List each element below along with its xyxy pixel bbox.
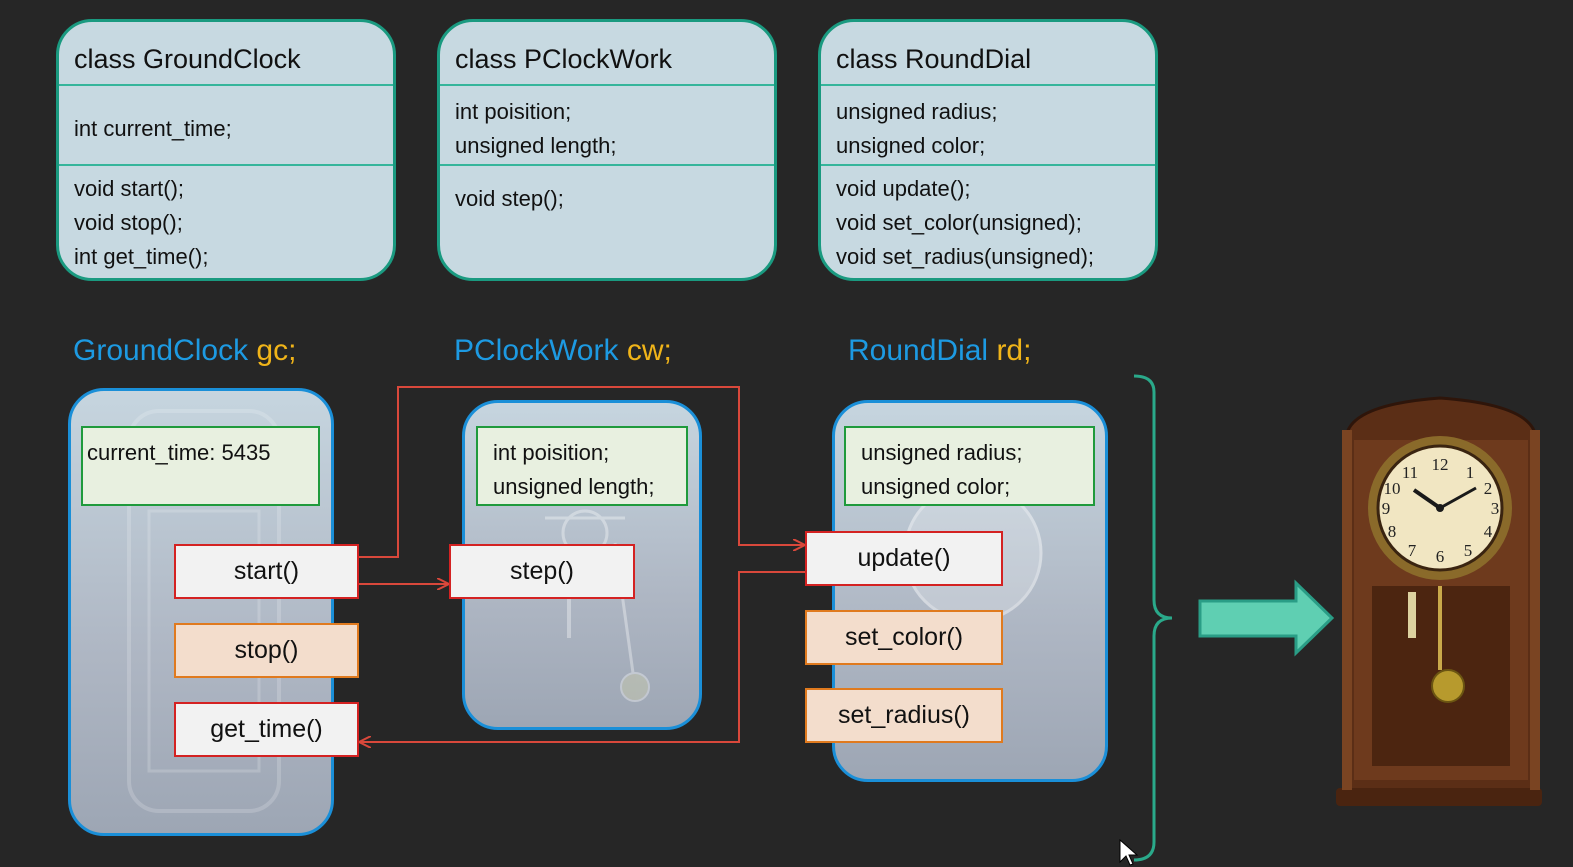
object-var: gc; xyxy=(256,334,297,367)
fields-clockwork: int poisition; unsigned length; xyxy=(476,426,688,506)
field-length: unsigned length; xyxy=(493,474,655,499)
field-value: 5435 xyxy=(221,440,271,465)
field-label: current_time: xyxy=(87,440,216,465)
svg-text:6: 6 xyxy=(1436,547,1445,566)
class-name: class GroundClock xyxy=(59,22,393,86)
class-name: class PClockWork xyxy=(440,22,774,86)
svg-text:4: 4 xyxy=(1484,522,1493,541)
svg-text:11: 11 xyxy=(1402,463,1418,482)
step-method-button[interactable]: step() xyxy=(449,544,635,599)
class-method: int get_time(); xyxy=(74,244,209,269)
class-method: void update(); xyxy=(836,176,971,201)
svg-text:7: 7 xyxy=(1408,541,1417,560)
pendulum-clock-icon: 12 1 2 3 4 5 6 7 8 9 10 11 xyxy=(1336,396,1542,806)
class-card-rounddial: class RoundDial unsigned radius; unsigne… xyxy=(818,19,1158,281)
object-type: GroundClock xyxy=(73,334,249,367)
class-card-pclockwork: class PClockWork int poisition; unsigned… xyxy=(437,19,777,281)
class-method: void stop(); xyxy=(74,210,183,235)
class-field: unsigned radius; xyxy=(836,99,998,124)
object-title-gc: GroundClock gc; xyxy=(73,334,296,368)
svg-text:1: 1 xyxy=(1466,463,1475,482)
class-field: int current_time; xyxy=(74,116,232,141)
class-field: unsigned length; xyxy=(455,133,617,158)
fields-dial: unsigned radius; unsigned color; xyxy=(844,426,1095,506)
class-card-groundclock: class GroundClock int current_time; void… xyxy=(56,19,396,281)
class-method: void set_radius(unsigned); xyxy=(836,244,1095,269)
object-title-rd: RoundDial rd; xyxy=(848,334,1031,368)
svg-text:2: 2 xyxy=(1484,479,1493,498)
start-method-button[interactable]: start() xyxy=(174,544,359,599)
class-field: int poisition; xyxy=(455,99,572,124)
field-position: int poisition; xyxy=(493,440,610,465)
set-color-method-button[interactable]: set_color() xyxy=(805,610,1003,665)
object-var: rd; xyxy=(996,334,1032,367)
field-radius: unsigned radius; xyxy=(861,440,1023,465)
svg-text:12: 12 xyxy=(1432,455,1449,474)
svg-text:8: 8 xyxy=(1388,522,1397,541)
mouse-cursor-icon xyxy=(1119,838,1139,866)
class-method: void set_color(unsigned); xyxy=(836,210,1082,235)
field-color: unsigned color; xyxy=(861,474,1011,499)
call-arrow-update-to-get-time xyxy=(361,571,805,742)
class-methods: void update(); void set_color(unsigned);… xyxy=(821,166,1155,274)
class-method: void step(); xyxy=(455,186,564,211)
class-fields: int current_time; xyxy=(59,86,393,166)
class-fields: int poisition; unsigned length; xyxy=(440,86,774,166)
field-current-time: current_time: 5435 xyxy=(81,426,320,506)
object-type: RoundDial xyxy=(848,334,989,367)
svg-text:3: 3 xyxy=(1491,499,1500,518)
object-title-cw: PClockWork cw; xyxy=(454,334,672,368)
brace-icon xyxy=(1133,374,1173,862)
call-arrow-start-to-update xyxy=(359,386,803,558)
class-methods: void step(); xyxy=(440,166,774,216)
svg-text:10: 10 xyxy=(1384,479,1401,498)
get-time-method-button[interactable]: get_time() xyxy=(174,702,359,757)
stop-method-button[interactable]: stop() xyxy=(174,623,359,678)
svg-text:9: 9 xyxy=(1382,499,1391,518)
class-field: unsigned color; xyxy=(836,133,986,158)
object-type: PClockWork xyxy=(454,334,619,367)
class-method: void start(); xyxy=(74,176,185,201)
svg-text:5: 5 xyxy=(1464,541,1473,560)
class-methods: void start(); void stop(); int get_time(… xyxy=(59,166,393,274)
class-fields: unsigned radius; unsigned color; xyxy=(821,86,1155,166)
class-name: class RoundDial xyxy=(821,22,1155,86)
object-var: cw; xyxy=(626,334,672,367)
result-arrow-icon xyxy=(1198,579,1335,657)
update-method-button[interactable]: update() xyxy=(805,531,1003,586)
set-radius-method-button[interactable]: set_radius() xyxy=(805,688,1003,743)
